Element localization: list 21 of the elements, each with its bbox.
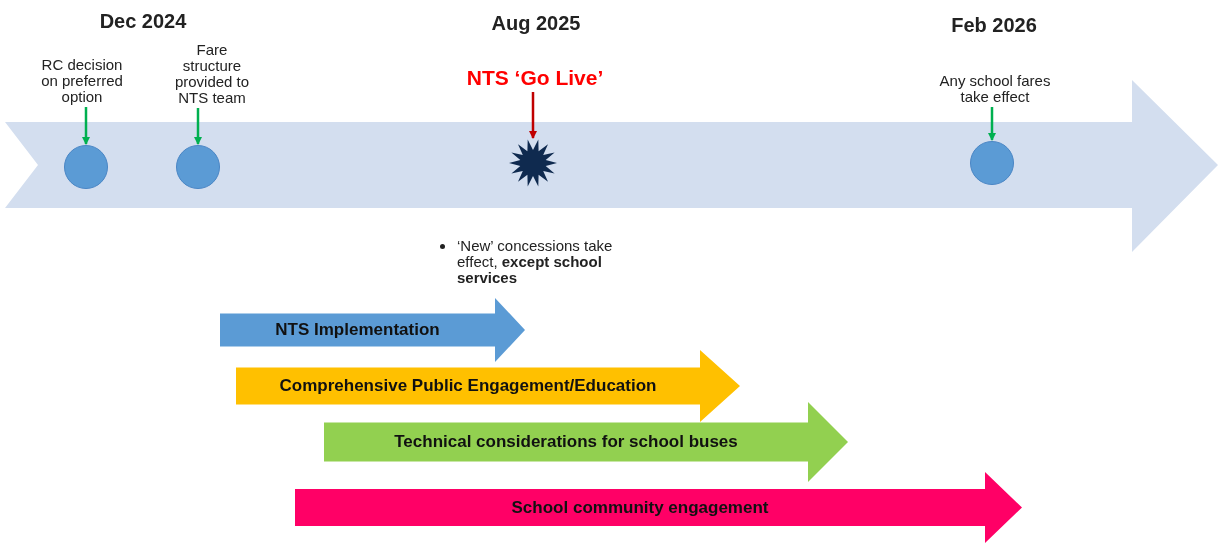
milestone-heading: NTS ‘Go Live’ xyxy=(440,66,630,90)
phase-bar xyxy=(236,350,740,422)
phase-label: School community engagement xyxy=(510,497,770,518)
arrow xyxy=(529,92,537,139)
phase-bar xyxy=(324,402,848,482)
date-label: Dec 2024 xyxy=(99,10,187,33)
phase-bar xyxy=(220,298,525,362)
phase-label: Comprehensive Public Engagement/Education xyxy=(278,376,658,396)
milestone-text: RC decision on preferred option xyxy=(32,57,132,105)
milestone-text: Fare structure provided to NTS team xyxy=(167,42,257,106)
bullet-text: ‘New’ concessions take effect, except school services xyxy=(457,238,614,286)
phase-label: NTS Implementation xyxy=(274,320,441,340)
starburst-icon xyxy=(509,139,557,187)
arrow xyxy=(194,108,202,145)
arrow xyxy=(988,107,996,141)
phase-bar xyxy=(295,472,1022,543)
phase-label: Technical considerations for school buses xyxy=(393,432,739,452)
milestone-text: Any school fares take effect xyxy=(925,73,1065,105)
date-label: Aug 2025 xyxy=(491,12,581,35)
arrow xyxy=(82,107,90,145)
date-label: Feb 2026 xyxy=(951,14,1037,37)
